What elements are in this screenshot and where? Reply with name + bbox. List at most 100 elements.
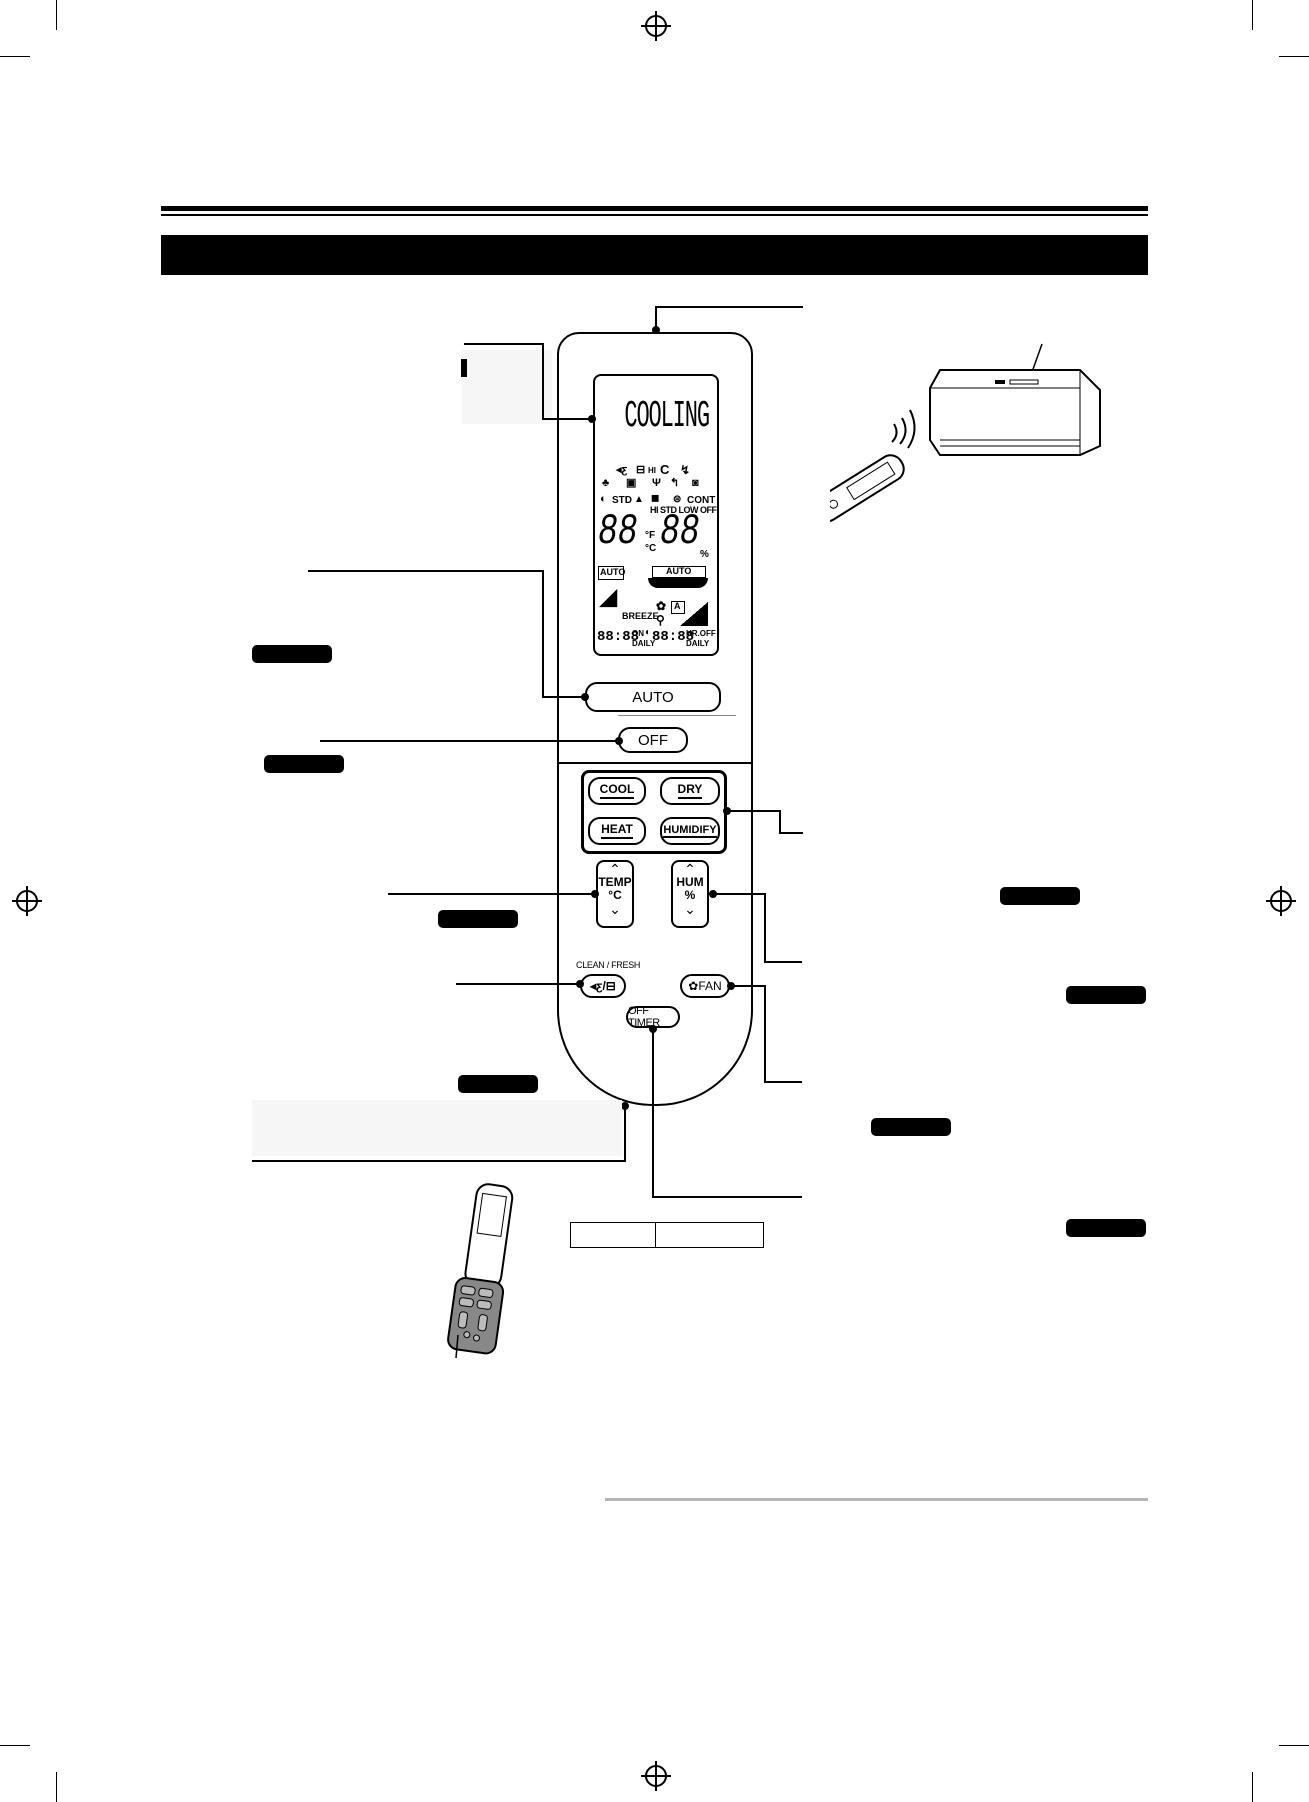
leader-line — [542, 343, 544, 420]
callout-marker — [461, 359, 467, 377]
fan-speed-bar — [648, 578, 708, 588]
leader-line — [764, 893, 766, 963]
leader-dot — [588, 415, 596, 423]
drop-icon: ◼ — [651, 493, 660, 504]
page-reference-badge — [252, 645, 332, 663]
registration-mark-icon — [1266, 886, 1296, 916]
leader-line — [779, 810, 781, 834]
humidify-button-label: HUMIDIFY — [663, 824, 717, 839]
display-daily-right: DAILY — [686, 639, 710, 648]
fan-icon: ✿ — [656, 599, 667, 613]
leader-line — [320, 740, 620, 742]
temp-unit-label: °C — [608, 888, 622, 903]
leader-dot — [727, 982, 735, 990]
louver-auto-box — [598, 566, 624, 580]
off-button-label: OFF — [638, 731, 668, 749]
leader-line — [779, 832, 803, 834]
leader-line — [764, 961, 802, 963]
leader-line — [252, 1160, 626, 1162]
cool-icon: Ψ — [652, 477, 661, 489]
chevron-down-icon[interactable]: ⌄ — [684, 901, 696, 918]
crop-mark — [1279, 1745, 1309, 1746]
display-mode-text: COOLING — [624, 395, 710, 438]
humidify-button[interactable]: HUMIDIFY — [660, 817, 720, 845]
fan-auto-box — [652, 566, 706, 578]
fan-icon: ✿ — [688, 979, 699, 993]
display-cont: CONT — [687, 495, 716, 506]
clean-icon: ◂ƹ/⊟ — [590, 979, 616, 993]
clean-fresh-button[interactable]: ◂ƹ/⊟ — [580, 974, 626, 998]
off-button[interactable]: OFF — [618, 727, 688, 753]
page-reference-badge — [1066, 1219, 1146, 1237]
chevron-down-icon[interactable]: ⌄ — [609, 901, 621, 918]
leader-dot — [615, 737, 623, 745]
display-humidity-digits: 88 — [660, 507, 700, 557]
thermometer-icon: ◐ — [600, 493, 607, 505]
display-fan-a: A — [674, 601, 681, 611]
crop-mark — [1252, 1772, 1253, 1802]
hum-rocker-button[interactable]: ⌃ HUM % ⌄ — [671, 860, 709, 928]
leader-line — [464, 343, 544, 345]
crop-mark — [0, 56, 30, 57]
leader-line — [712, 893, 766, 895]
leader-dot — [723, 807, 731, 815]
display-breeze: BREEZE — [622, 611, 659, 621]
header-rule — [161, 214, 1148, 216]
leader-dot — [652, 326, 660, 334]
hum-label: HUM — [676, 875, 704, 889]
crop-mark — [56, 1772, 57, 1802]
crop-mark — [56, 0, 57, 30]
clock-icon: ◐ — [645, 627, 652, 638]
section-heading-band — [161, 235, 1148, 275]
person-icon: ♣ — [602, 477, 610, 489]
cool-button[interactable]: COOL — [588, 777, 646, 805]
display-temperature-digits: 88 — [598, 507, 638, 557]
triangle-icon: ▲ — [634, 494, 644, 505]
auto-button[interactable]: AUTO — [585, 682, 721, 712]
registration-mark-icon — [12, 886, 42, 916]
display-off-timer: 88:88 — [652, 629, 695, 645]
humidity-icon: ▣ — [626, 477, 637, 489]
clean-fresh-label: CLEAN / FRESH — [576, 960, 641, 970]
heat-button[interactable]: HEAT — [588, 817, 646, 845]
dry-button-label: DRY — [677, 783, 703, 799]
cover-divider-thin — [618, 715, 736, 716]
display-daily-left: DAILY — [632, 639, 656, 648]
display-hr-off: HR.OFF — [686, 629, 716, 638]
display-hi-label: HI — [648, 466, 656, 475]
leader-line — [655, 306, 803, 308]
hum-unit-label: % — [684, 888, 696, 903]
callout-shade — [462, 350, 552, 424]
display-unit-f: °F — [645, 530, 656, 541]
crop-mark — [0, 1745, 30, 1746]
page-reference-badge — [458, 1075, 538, 1093]
temp-label: TEMP — [598, 875, 632, 889]
registration-mark-icon — [641, 11, 671, 41]
crop-mark — [1279, 56, 1309, 57]
auto-button-label: AUTO — [632, 688, 674, 706]
chevron-up-icon[interactable]: ⌃ — [609, 861, 621, 877]
reference-table — [570, 1222, 764, 1248]
display-fan-auto: AUTO — [666, 566, 692, 576]
leader-line — [456, 983, 580, 985]
fan-button[interactable]: ✿FAN — [680, 974, 730, 998]
heat-button-label: HEAT — [601, 823, 633, 839]
registration-mark-icon — [641, 1761, 671, 1791]
leader-line — [730, 985, 766, 987]
display-on-timer: 88:88 — [597, 629, 640, 645]
leader-dot — [591, 890, 599, 898]
fan-level-bars — [680, 602, 708, 626]
leader-line — [542, 418, 594, 420]
crop-mark — [1252, 0, 1253, 30]
leader-line — [308, 570, 544, 572]
dry-icon: C — [660, 462, 670, 477]
leader-line — [624, 1106, 626, 1162]
page-reference-badge — [1066, 986, 1146, 1004]
fresh-icon: ⊟ — [636, 464, 646, 476]
dry-button[interactable]: DRY — [660, 777, 720, 805]
leader-line — [542, 696, 586, 698]
page-reference-badge — [264, 755, 344, 773]
temp-rocker-button[interactable]: ⌃ TEMP °C ⌄ — [596, 860, 634, 928]
page-reference-badge — [871, 1118, 951, 1136]
chevron-up-icon[interactable]: ⌃ — [684, 861, 696, 877]
